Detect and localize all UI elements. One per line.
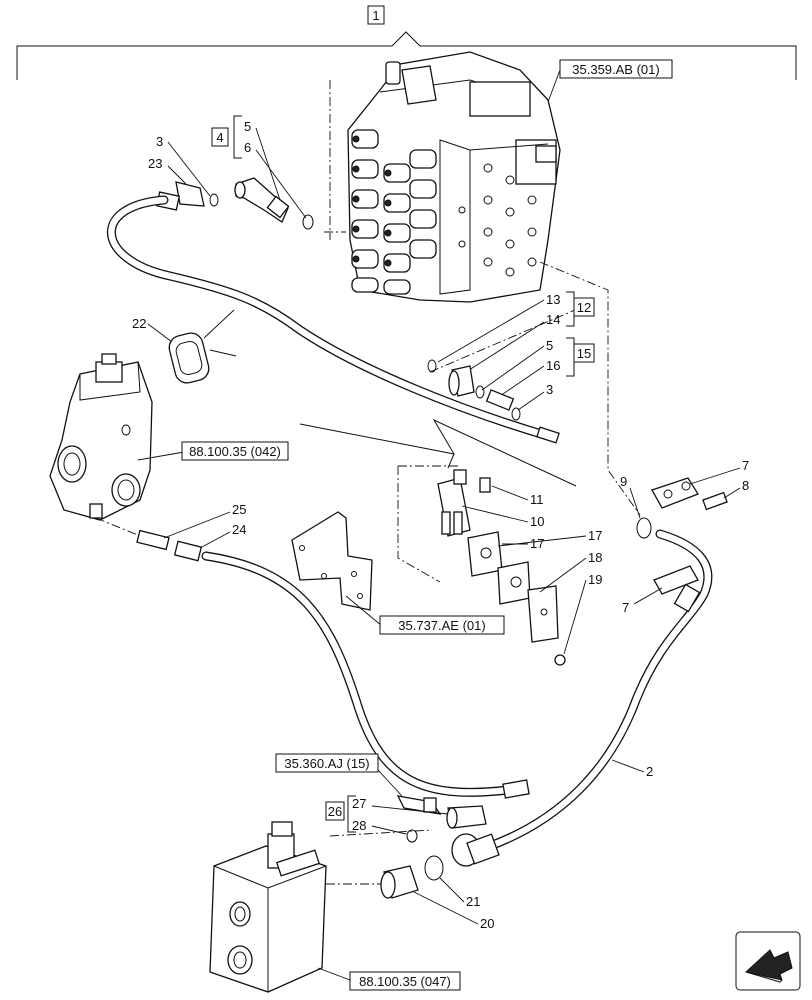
label-3-top: 3: [156, 134, 163, 149]
left-valve: [49, 353, 153, 521]
label-3-mid: 3: [546, 382, 553, 397]
o-ring-3-mid: [511, 407, 521, 421]
o-ring-21: [424, 855, 444, 881]
kit-15-item-5: 5: [546, 338, 553, 353]
o-ring-3-top: [209, 193, 219, 207]
kit-26-number: 26: [328, 804, 342, 819]
kit-12: 13 14 12: [437, 291, 595, 373]
clip-assembly: [437, 469, 566, 666]
kit-15-box[interactable]: [573, 343, 595, 363]
label-2: 2: [646, 764, 653, 779]
kit-4: 4 5 6: [211, 115, 307, 219]
lower-hose-a: [201, 551, 530, 799]
kit-4-box[interactable]: [211, 127, 229, 147]
kit-26-item-28: 28: [352, 818, 366, 833]
assembly-number-box[interactable]: [367, 5, 385, 25]
o-ring-28: [406, 829, 418, 843]
ref-lower: 35.360.AJ (15): [284, 756, 369, 771]
kit-4-item-5: 5: [244, 119, 251, 134]
label-25: 25: [232, 502, 246, 517]
kit-4-item-6: 6: [244, 140, 251, 155]
elbow-fitting: [234, 177, 290, 223]
ref-bottom-valve: 88.100.35 (047): [359, 974, 451, 989]
ref-left-valve: 88.100.35 (042): [189, 444, 281, 459]
label-17-b: 17: [530, 536, 544, 551]
fitting-27: [446, 805, 487, 829]
coupling-14: [448, 365, 475, 397]
o-ring-5-mid: [475, 385, 485, 399]
valve-ports: [458, 163, 537, 277]
label-10: 10: [530, 514, 544, 529]
adapter-16: [485, 389, 515, 411]
label-24: 24: [232, 522, 246, 537]
sensor-part: [396, 795, 442, 815]
ref-bottom-valve-box[interactable]: [349, 971, 461, 991]
control-valve-block: [347, 51, 561, 303]
kit-15-number: 15: [577, 346, 591, 361]
hose-clamp-22: [168, 332, 210, 384]
label-21: 21: [466, 894, 480, 909]
label-23: 23: [148, 156, 162, 171]
kit-26: 26 27 28: [325, 795, 449, 835]
label-8: 8: [742, 478, 749, 493]
hose-2: [451, 529, 713, 867]
ref-bracket: 35.737.AE (01): [398, 618, 485, 633]
label-7-bottom: 7: [622, 600, 629, 615]
fitting-24: [173, 540, 203, 562]
label-20: 20: [480, 916, 494, 931]
label-11: 11: [530, 492, 544, 507]
kit-12-number: 12: [577, 300, 591, 315]
assembly-bracket: 1: [16, 5, 797, 80]
kit-12-box[interactable]: [573, 297, 595, 317]
label-9: 9: [620, 474, 627, 489]
bottom-valve: [209, 821, 327, 993]
o-ring-13: [427, 359, 437, 373]
plug-20: [380, 865, 419, 899]
arrow-nav-icon[interactable]: [735, 931, 801, 991]
fitting-25: [136, 529, 170, 551]
label-19: 19: [588, 572, 602, 587]
ref-valve-block-box[interactable]: [559, 59, 673, 79]
kit-15: 5 16 15: [481, 337, 595, 397]
kit-12-item-13: 13: [546, 292, 560, 307]
label-7-top: 7: [742, 458, 749, 473]
kit-15-item-16: 16: [546, 358, 560, 373]
o-ring-5-top: [302, 214, 314, 230]
ref-bracket-box[interactable]: [379, 615, 505, 635]
solenoid-stack: [351, 129, 437, 295]
kit-26-item-27: 27: [352, 796, 366, 811]
kit-26-box[interactable]: [325, 801, 345, 821]
assembly-number: 1: [372, 8, 379, 23]
kit-12-item-14: 14: [546, 312, 560, 327]
mounting-bracket: [291, 511, 373, 611]
ref-lower-box[interactable]: [275, 753, 379, 773]
label-17-a: 17: [588, 528, 602, 543]
ref-left-valve-box[interactable]: [181, 441, 289, 461]
kit-4-number: 4: [216, 130, 223, 145]
upper-hose: [106, 195, 560, 444]
label-22: 22: [132, 316, 146, 331]
ref-valve-block: 35.359.AB (01): [572, 62, 659, 77]
label-18: 18: [588, 550, 602, 565]
flange-clamp: [636, 477, 728, 595]
